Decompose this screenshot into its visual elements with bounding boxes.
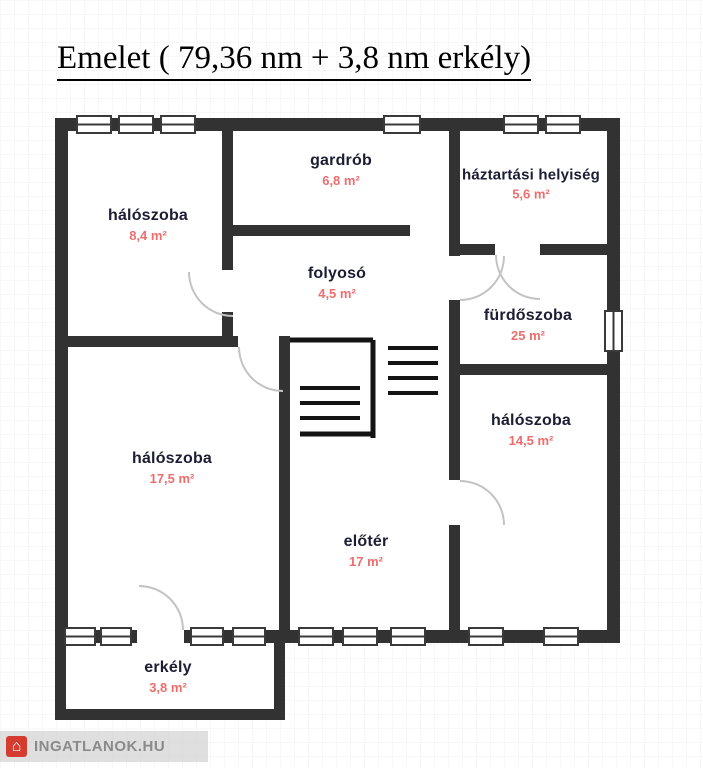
wall [460,364,607,375]
window [342,627,378,646]
window [298,627,334,646]
room-name: hálószoba [107,207,189,224]
floorplan-title: Emelet ( 79,36 nm + 3,8 nm erkély) [57,40,532,81]
window [543,627,579,646]
room-label-haloszoba-2: hálószoba 14,5 m² [491,412,571,448]
wall [55,118,620,131]
window [100,627,132,646]
room-name: gardrób [310,152,372,169]
window [503,115,539,134]
balcony-wall [274,643,285,720]
room-area: 17,5 m² [149,471,195,486]
window [390,627,426,646]
window [76,115,112,134]
wall [279,336,290,630]
wall [55,118,68,643]
window [190,627,224,646]
room-area: 25 m² [511,328,545,343]
room-name: háztartási helyiség [461,166,601,184]
window [160,115,196,134]
room-name: erkély [144,659,192,676]
wall [540,244,607,255]
room-area: 3,8 m² [149,680,187,695]
wall [449,525,460,630]
room-name: fürdőszoba [483,307,573,324]
window [545,115,581,134]
room-label-haloszoba-1: hálószoba 8,4 m² [108,207,188,243]
window [232,627,266,646]
room-name: hálószoba [490,412,572,429]
wall [222,312,233,336]
room-area: 5,6 m² [512,186,550,202]
watermark-text: INGATLANOK.HU [34,738,166,755]
window [383,115,421,134]
room-name: folyosó [307,265,367,282]
room-label-haztartasi-helyiseg: háztartási helyiség 5,6 m² [462,167,600,202]
room-name: hálószoba [131,450,213,467]
house-icon: ⌂ [6,736,27,757]
window [64,627,96,646]
floor-area [55,118,620,643]
balcony-wall [55,709,285,720]
watermark: ⌂ INGATLANOK.HU [0,731,208,762]
room-label-gardrob: gardrób 6,8 m² [310,152,372,188]
room-area: 17 m² [349,554,383,569]
balcony-floor [55,643,285,720]
room-label-erkely: erkély 3,8 m² [144,659,191,695]
staircase [290,337,438,438]
wall [449,300,460,480]
window [118,115,154,134]
room-label-haloszoba-3: hálószoba 17,5 m² [132,450,212,486]
room-area: 8,4 m² [129,228,167,243]
window [468,627,504,646]
wall [233,225,410,236]
room-area: 6,8 m² [322,173,360,188]
wall [460,244,495,255]
room-area: 14,5 m² [508,433,554,448]
wall [449,131,460,256]
room-label-folyoso: folyosó 4,5 m² [308,265,366,301]
room-label-furdoszoba: fürdőszoba 25 m² [484,307,572,343]
room-name: előtér [343,533,389,550]
balcony-wall [55,643,66,720]
wall [66,336,238,347]
room-label-eloter: előtér 17 m² [344,533,389,569]
window [604,310,623,352]
room-area: 4,5 m² [318,286,356,301]
wall [222,131,233,270]
wall [607,118,620,643]
